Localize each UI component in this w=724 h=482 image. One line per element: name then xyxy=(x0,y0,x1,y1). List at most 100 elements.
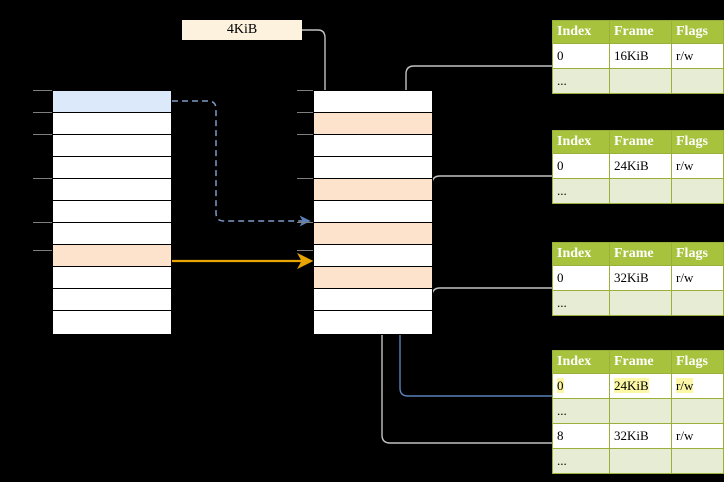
ruler-tick xyxy=(297,250,313,251)
table-cell-frame: 32KiB xyxy=(609,265,672,291)
virtual-cell xyxy=(53,201,171,223)
virtual-cell xyxy=(53,311,171,335)
table-cell-flags xyxy=(671,290,724,316)
virtual-cell xyxy=(53,289,171,311)
ruler-tick xyxy=(33,134,52,135)
physical-cell xyxy=(314,179,432,201)
column-header-frame: Frame xyxy=(609,242,672,266)
physical-cell xyxy=(314,311,432,335)
table-cell-frame xyxy=(609,290,672,316)
table-cell-frame: 16KiB xyxy=(609,43,672,69)
ruler-tick xyxy=(33,250,52,251)
table-cell-index: ... xyxy=(552,448,610,474)
virtual-cell xyxy=(53,223,171,245)
table-cell-frame xyxy=(609,178,672,204)
size-label-4kib: 4KiB xyxy=(182,20,302,40)
highlighted-value: r/w xyxy=(676,378,694,393)
table-cell-frame xyxy=(609,398,672,424)
wire-virtual-blue-to-physical xyxy=(172,100,311,227)
table-cell-index: 0 xyxy=(552,373,610,399)
table-cell-flags xyxy=(671,398,724,424)
physical-cell xyxy=(314,157,432,179)
physical-cell xyxy=(314,267,432,289)
column-header-flags: Flags xyxy=(671,20,724,44)
ruler-tick xyxy=(297,178,313,179)
virtual-cell xyxy=(53,179,171,201)
column-header-frame: Frame xyxy=(609,350,672,374)
ruler-tick xyxy=(33,222,52,223)
ruler-tick xyxy=(297,90,313,91)
table-cell-flags xyxy=(671,178,724,204)
table-row: ... xyxy=(552,398,724,424)
ruler-tick xyxy=(297,222,313,223)
table-row: ... xyxy=(552,448,724,474)
physical-cell xyxy=(314,113,432,135)
column-header-frame: Frame xyxy=(609,20,672,44)
column-header-index: Index xyxy=(552,130,610,154)
table-cell-frame xyxy=(609,68,672,94)
physical-cell xyxy=(314,201,432,223)
table-row: 0 24KiB r/w xyxy=(552,373,724,399)
ruler-tick xyxy=(33,90,52,91)
column-header-index: Index xyxy=(552,20,610,44)
table-cell-index: 0 xyxy=(552,153,610,179)
ruler-tick xyxy=(297,134,313,135)
highlighted-value: 0 xyxy=(557,378,564,393)
virtual-cell xyxy=(53,91,171,113)
table-cell-index: ... xyxy=(552,398,610,424)
table-cell-index: 0 xyxy=(552,43,610,69)
virtual-cell xyxy=(53,245,171,267)
column-header-flags: Flags xyxy=(671,242,724,266)
highlighted-value: 24KiB xyxy=(614,378,649,393)
table-cell-frame xyxy=(609,448,672,474)
ruler-tick xyxy=(33,112,52,113)
ruler-tick xyxy=(33,178,52,179)
virtual-cell xyxy=(53,267,171,289)
table-cell-flags: r/w xyxy=(671,423,724,449)
virtual-cell xyxy=(53,135,171,157)
table-cell-index: ... xyxy=(552,178,610,204)
physical-cell xyxy=(314,289,432,311)
table-cell-index: 0 xyxy=(552,265,610,291)
table-row: ... xyxy=(552,290,724,316)
table-cell-flags: r/w xyxy=(671,153,724,179)
table-cell-frame: 24KiB xyxy=(609,153,672,179)
table-cell-flags: r/w xyxy=(671,373,724,399)
physical-address-column xyxy=(313,90,433,335)
column-header-frame: Frame xyxy=(609,130,672,154)
physical-cell xyxy=(314,245,432,267)
virtual-cell xyxy=(53,157,171,179)
table-cell-flags: r/w xyxy=(671,43,724,69)
table-cell-index: ... xyxy=(552,68,610,94)
column-header-flags: Flags xyxy=(671,350,724,374)
physical-cell xyxy=(314,223,432,245)
column-header-flags: Flags xyxy=(671,130,724,154)
column-header-index: Index xyxy=(552,350,610,374)
table-cell-index: 8 xyxy=(552,423,610,449)
table-cell-index: ... xyxy=(552,290,610,316)
table-cell-frame: 24KiB xyxy=(609,373,672,399)
table-row: ... xyxy=(552,178,724,204)
table-cell-flags: r/w xyxy=(671,265,724,291)
table-cell-flags xyxy=(671,448,724,474)
ruler-tick xyxy=(297,112,313,113)
table-cell-flags xyxy=(671,68,724,94)
physical-cell xyxy=(314,91,432,113)
virtual-cell xyxy=(53,113,171,135)
physical-cell xyxy=(314,135,432,157)
virtual-address-column xyxy=(52,90,172,335)
column-header-index: Index xyxy=(552,242,610,266)
